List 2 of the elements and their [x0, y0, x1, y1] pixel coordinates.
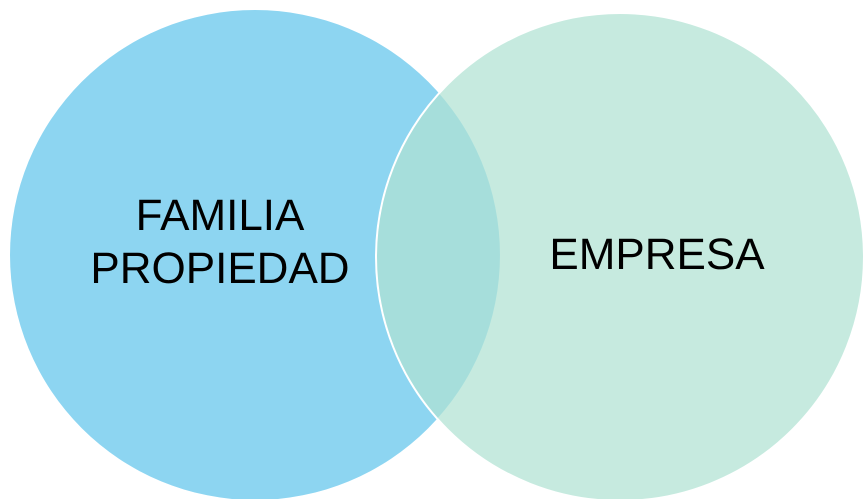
circle-label: EMPRESA — [548, 229, 766, 281]
circle-label: FAMILIA PROPIEDAD — [89, 190, 351, 295]
